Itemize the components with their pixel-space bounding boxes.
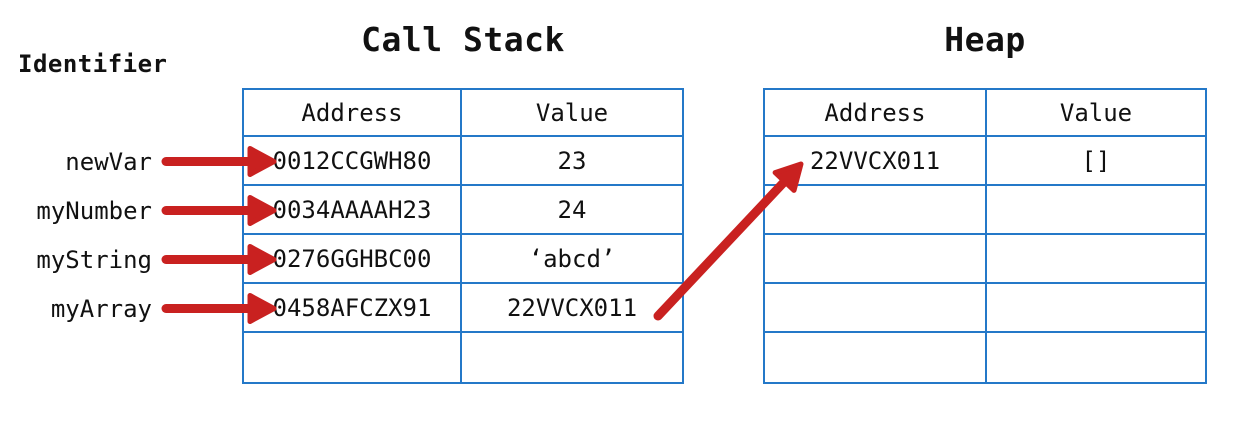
value-cell bbox=[462, 333, 682, 382]
value-cell bbox=[987, 284, 1205, 333]
value-cell: 23 bbox=[462, 137, 682, 186]
address-cell bbox=[765, 235, 987, 284]
value-cell: 22VVCX011 bbox=[462, 284, 682, 333]
address-cell: 0276GGHBC00 bbox=[244, 235, 462, 284]
address-cell bbox=[765, 186, 987, 235]
heap-title: Heap bbox=[944, 20, 1026, 59]
value-column-header: Value bbox=[462, 90, 682, 137]
identifier-heading: Identifier bbox=[18, 50, 168, 78]
address-column-header: Address bbox=[765, 90, 987, 137]
call-stack-title: Call Stack bbox=[361, 20, 565, 59]
value-cell bbox=[987, 333, 1205, 382]
value-cell: [] bbox=[987, 137, 1205, 186]
value-cell bbox=[987, 186, 1205, 235]
address-cell: 0034AAAAH23 bbox=[244, 186, 462, 235]
address-cell: 22VVCX011 bbox=[765, 137, 987, 186]
address-cell bbox=[244, 333, 462, 382]
address-cell: 0458AFCZX91 bbox=[244, 284, 462, 333]
identifier-myArray: myArray bbox=[50, 294, 152, 323]
value-cell: ‘abcd’ bbox=[462, 235, 682, 284]
identifier-myNumber: myNumber bbox=[36, 196, 152, 225]
address-cell bbox=[765, 333, 987, 382]
address-cell bbox=[765, 284, 987, 333]
address-column-header: Address bbox=[244, 90, 462, 137]
value-column-header: Value bbox=[987, 90, 1205, 137]
value-cell bbox=[987, 235, 1205, 284]
identifier-newVar: newVar bbox=[65, 147, 152, 176]
value-cell: 24 bbox=[462, 186, 682, 235]
identifier-myString: myString bbox=[36, 245, 152, 274]
address-cell: 0012CCGWH80 bbox=[244, 137, 462, 186]
